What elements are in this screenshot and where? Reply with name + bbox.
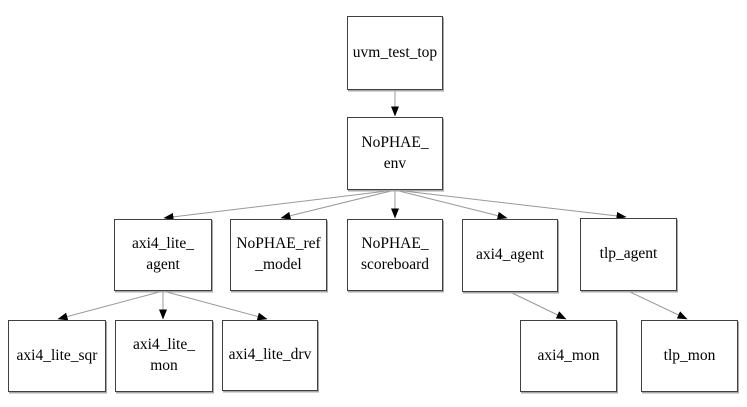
node-axi4_lite_sqr-label: axi4_lite_sqr — [16, 346, 98, 364]
node-axi4_lite_agent-label: axi4_lite_ agent — [132, 235, 194, 273]
edge-nophae_env-axi4_agent — [394, 189, 508, 220]
node-axi4_lite_mon: axi4_lite_ mon — [115, 320, 213, 392]
node-axi4_lite_agent: axi4_lite_ agent — [114, 219, 212, 291]
node-uvm_test_top: uvm_test_top — [347, 16, 443, 90]
node-nophae_scoreboard-label: NoPHAE_ scoreboard — [361, 235, 429, 273]
edge-tlp_agent-tlp_mon — [627, 290, 688, 320]
node-axi4_lite_sqr: axi4_lite_sqr — [8, 320, 106, 392]
node-axi4_agent: axi4_agent — [462, 219, 558, 292]
edge-axi4_agent-axi4_mon — [509, 291, 567, 320]
node-tlp_mon-label: tlp_mon — [663, 346, 716, 364]
node-nophae_env-label: NoPHAE_ env — [361, 133, 429, 172]
node-axi4_agent-label: axi4_agent — [475, 246, 544, 264]
edge-axi4_lite_agent-axi4_lite_sqr — [57, 290, 164, 321]
edge-nophae_env-nophae_ref_model — [280, 189, 396, 220]
edge-nophae_env-axi4_lite_agent — [163, 189, 396, 221]
node-nophae_ref_model-label: NoPHAE_ref _model — [236, 235, 321, 273]
node-tlp_mon: tlp_mon — [641, 320, 738, 392]
node-axi4_mon-label: axi4_mon — [537, 346, 600, 364]
node-tlp_agent-label: tlp_agent — [599, 245, 658, 263]
edge-nophae_env-tlp_agent — [394, 189, 627, 220]
node-nophae_scoreboard: NoPHAE_ scoreboard — [347, 219, 443, 291]
edge-axi4_lite_agent-axi4_lite_drv — [162, 290, 268, 321]
node-axi4_mon: axi4_mon — [520, 320, 617, 392]
node-axi4_lite_drv: axi4_lite_drv — [222, 320, 318, 391]
node-axi4_lite_mon-label: axi4_lite_ mon — [133, 336, 195, 374]
node-nophae_env: NoPHAE_ env — [347, 117, 443, 190]
node-axi4_lite_drv-label: axi4_lite_drv — [228, 346, 312, 364]
node-uvm_test_top-label: uvm_test_top — [352, 43, 438, 61]
node-tlp_agent: tlp_agent — [580, 218, 677, 291]
node-nophae_ref_model: NoPHAE_ref _model — [230, 219, 327, 291]
